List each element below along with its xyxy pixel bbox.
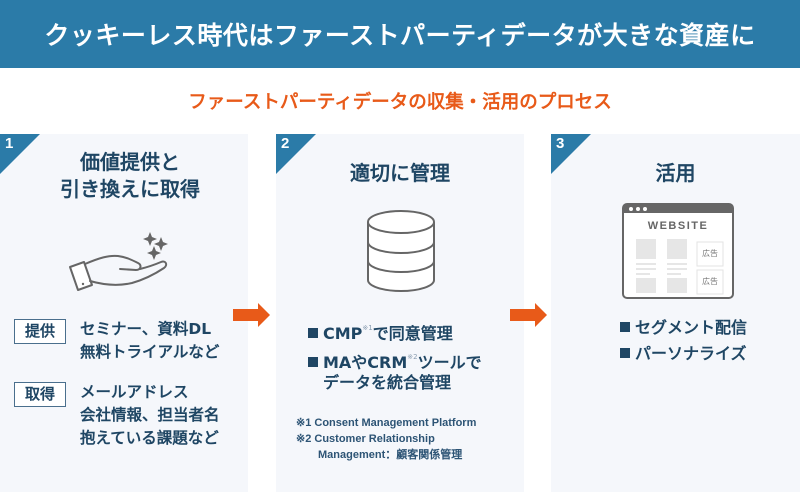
offer-label: 提供	[14, 319, 66, 344]
bullet-segment: セグメント配信	[620, 316, 747, 340]
acquire-text: メールアドレス 会社情報、担当者名 抱えている課題など	[80, 381, 220, 450]
bullet-square-icon	[308, 357, 318, 367]
bullet-text: MAやCRM	[323, 353, 408, 372]
step-panel-1: 1 価値提供と 引き換えに取得 提供 セミナー、資料DL 無料トライアルなど 取…	[0, 134, 248, 492]
bullet-square-icon	[620, 322, 630, 332]
arrow-right-icon	[510, 303, 548, 331]
acquire-line: メールアドレス	[80, 383, 189, 401]
step-panel-2: 2 適切に管理 CMP※1で同意管理 MAやCRM※2ツールで データを統合管理…	[276, 134, 524, 492]
step-badge-1: 1	[0, 134, 40, 174]
footnote-1: ※1 Consent Management Platform	[296, 417, 477, 429]
acquire-label: 取得	[14, 382, 66, 407]
bullet-cmp: CMP※1で同意管理	[308, 316, 453, 346]
bullet-continuation: データを統合管理	[323, 373, 452, 392]
bullet-square-icon	[620, 348, 630, 358]
badge-triangle	[0, 134, 40, 174]
footnote-2-cont: Management：顧客関係管理	[318, 449, 463, 461]
step-number: 3	[556, 135, 565, 152]
bullet-square-icon	[308, 328, 318, 338]
step-title: 価値提供と 引き換えに取得	[6, 149, 254, 203]
footnote-ref: ※1	[362, 324, 373, 332]
bullet-text: で同意管理	[372, 324, 453, 343]
bullet-text: パーソナライズ	[635, 344, 747, 363]
offer-line: 無料トライアルなど	[80, 343, 220, 361]
step-title: 活用	[655, 161, 696, 185]
footnote-ref: ※2	[407, 353, 418, 361]
database-icon	[366, 208, 436, 298]
bullet-text: CMP	[323, 324, 363, 343]
bullet-text: ツールで	[417, 353, 482, 372]
step-panel-3: 3 活用 WEBSITE 広告 広告 セグメント配信 パー	[551, 134, 800, 492]
process-subtitle: ファーストパーティデータの収集・活用のプロセス	[188, 92, 612, 113]
hand-sparkle-icon	[64, 222, 184, 306]
step-title: 適切に管理	[350, 161, 450, 185]
acquire-line: 会社情報、担当者名	[80, 406, 220, 424]
step-number: 1	[5, 135, 14, 152]
acquire-line: 抱えている課題など	[80, 429, 219, 447]
bullet-text: セグメント配信	[635, 318, 748, 337]
step-badge-3: 3	[551, 134, 591, 174]
step-title-line: 引き換えに取得	[60, 177, 200, 201]
footnote-2: ※2 Customer Relationship	[296, 433, 435, 445]
ad-label: 広告	[702, 249, 718, 258]
website-icon: WEBSITE 広告 広告	[622, 203, 734, 299]
page-title: クッキーレス時代はファーストパーティデータが大きな資産に	[44, 21, 756, 50]
badge-triangle	[551, 134, 591, 174]
website-label: WEBSITE	[647, 220, 709, 232]
offer-line: セミナー、資料DL	[80, 320, 212, 338]
badge-triangle	[276, 134, 316, 174]
bullet-ma-crm: MAやCRM※2ツールで	[308, 345, 482, 375]
step-badge-2: 2	[276, 134, 316, 174]
bullet-personalize: パーソナライズ	[620, 342, 747, 366]
step-title-line: 価値提供と	[80, 150, 180, 174]
step-number: 2	[281, 135, 290, 152]
offer-text: セミナー、資料DL 無料トライアルなど	[80, 318, 219, 364]
ad-label: 広告	[702, 277, 718, 286]
header-bar: クッキーレス時代はファーストパーティデータが大きな資産に	[0, 0, 800, 68]
arrow-right-icon	[233, 303, 271, 331]
